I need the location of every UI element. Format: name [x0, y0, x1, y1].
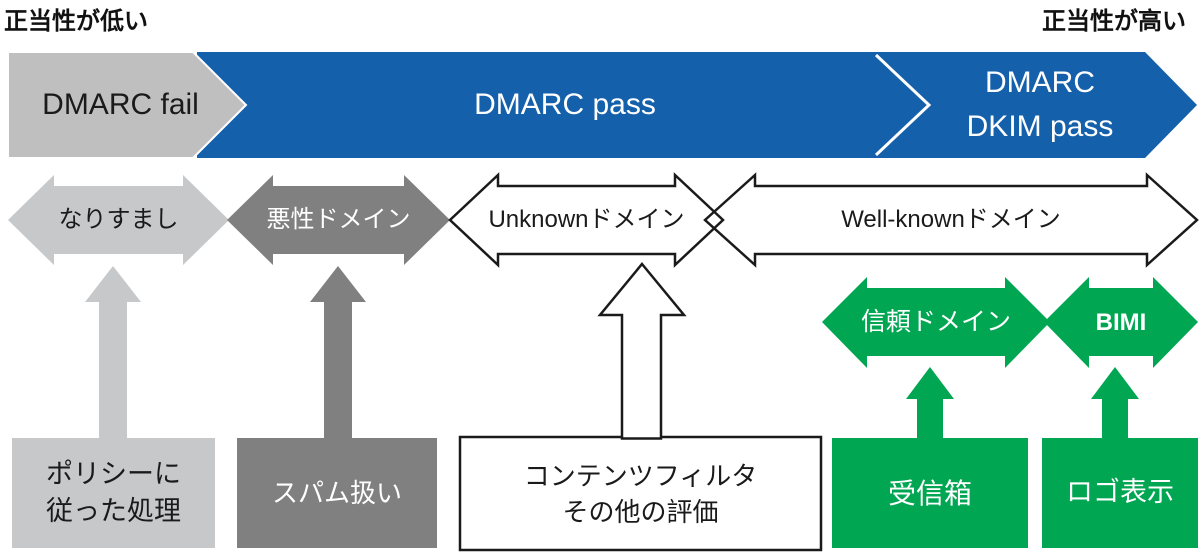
dmarc-pass-band-shape: [197, 52, 1197, 158]
dmarc-fail-arrow-shape: [7, 51, 248, 159]
legitimacy-low-label: 正当性が低い: [4, 8, 148, 35]
policy-handling-line2: 従った処理: [46, 496, 181, 526]
well-known-domain-arrow-outline: [703, 172, 1199, 268]
content-filter-label: コンテンツフィルタ その他の評価: [460, 437, 821, 550]
well-known-domain-arrow-fill: [705, 175, 1197, 265]
inbox-up-arrow: [906, 367, 954, 440]
policy-handling-label: ポリシーに 従った処理: [12, 438, 215, 548]
band-divider-chevron: [874, 53, 932, 157]
spam-up-arrow: [310, 266, 366, 439]
dmarc-dkim-pass-line1: DMARC: [985, 66, 1095, 99]
policy-handling-line1: ポリシーに: [46, 459, 181, 489]
policy-handling-box-shape: [12, 438, 215, 548]
dmarc-pass-label: DMARC pass: [474, 88, 656, 122]
content-filter-box-shape: [458, 435, 823, 552]
policy-up-arrow: [85, 266, 141, 439]
dmarc-dkim-pass-line2: DKIM pass: [966, 110, 1114, 143]
spam-treatment-box-shape: [237, 438, 437, 548]
dmarc-dkim-pass-label: DMARC DKIM pass: [930, 52, 1150, 158]
well-known-domain-label: Well-knownドメイン: [841, 206, 1061, 233]
trusted-domain-label: 信頼ドメイン: [860, 307, 1011, 336]
malicious-domain-arrow-shape: [227, 175, 450, 265]
spam-treatment-label: スパム扱い: [271, 478, 402, 508]
spoofing-label: なりすまし: [58, 206, 179, 233]
logo-display-box-shape: [1042, 438, 1198, 548]
unknown-domain-arrow-outline: [448, 172, 725, 268]
bimi-arrow-shape: [1044, 277, 1198, 368]
logo-display-label: ロゴ表示: [1066, 477, 1174, 508]
trusted-domain-arrow-shape: [822, 277, 1050, 368]
content-filter-line1: コンテンツフィルタ: [523, 460, 758, 491]
unknown-domain-label: Unknownドメイン: [488, 206, 685, 233]
inbox-box-shape: [832, 438, 1028, 548]
dmarc-fail-label: DMARC fail: [42, 88, 199, 122]
inbox-label: 受信箱: [887, 477, 972, 509]
spoofing-arrow-shape: [8, 175, 229, 265]
legitimacy-high-label: 正当性が高い: [1042, 8, 1186, 35]
content-filter-line2: その他の評価: [562, 496, 719, 527]
content-filter-up-arrow: [597, 262, 687, 440]
unknown-domain-arrow-fill: [450, 175, 723, 265]
malicious-domain-label: 悪性ドメイン: [266, 206, 411, 233]
bimi-label: BIMI: [1095, 308, 1147, 336]
logo-up-arrow: [1091, 367, 1139, 440]
